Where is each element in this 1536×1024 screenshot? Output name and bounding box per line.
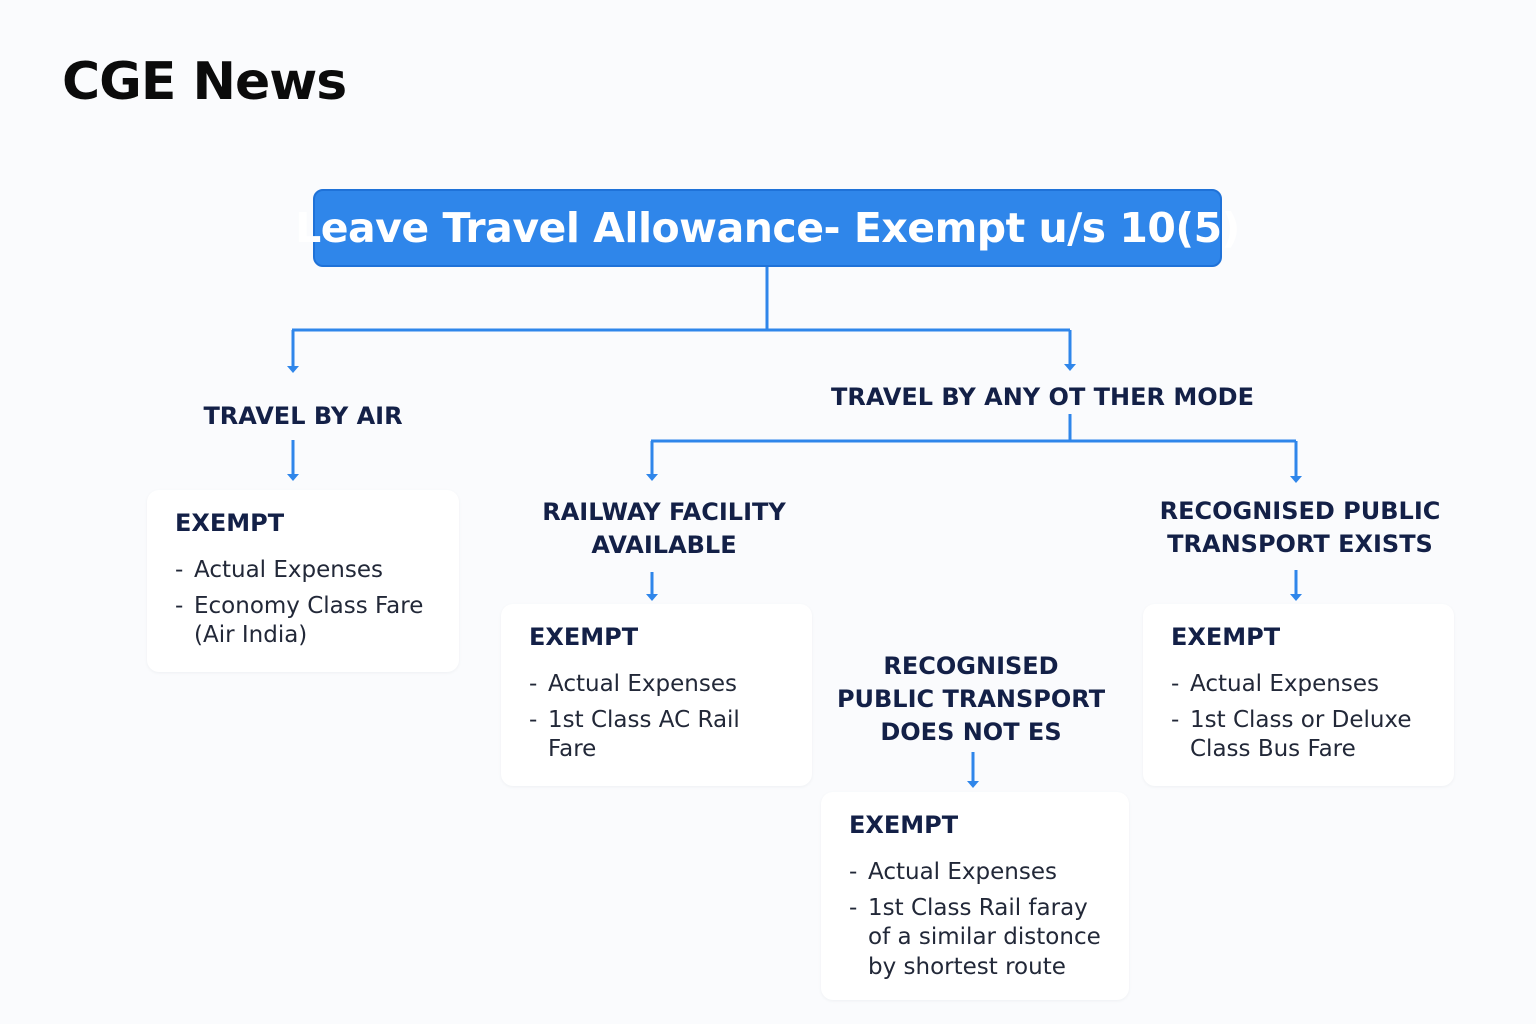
arrowhead-railway-card	[646, 594, 658, 601]
root-title: Leave Travel Allowance- Exempt u/s 10(5)	[295, 204, 1240, 252]
list-item: 1st Class or Deluxe Class Bus Fare	[1171, 706, 1426, 765]
card-air-exempt: EXEMPT Actual Expenses Economy Class Far…	[147, 490, 459, 672]
arrowhead-other	[1064, 364, 1076, 371]
card-list: Actual Expenses Economy Class Fare (Air …	[175, 556, 431, 651]
heading-no-public-transport: RECOGNISED PUBLIC TRANSPORT DOES NOT ES	[836, 652, 1106, 746]
arrowhead-air-card	[287, 474, 299, 481]
card-list: Actual Expenses 1st Class AC Rail Fare	[529, 670, 784, 765]
heading-public-transport-exists: RECOGNISED PUBLIC TRANSPORT EXISTS	[1159, 497, 1441, 558]
list-item: 1st Class Rail faray of a similar diston…	[849, 894, 1101, 983]
heading-travel-by-other-mode: TRAVEL BY ANY OT THER MODE	[831, 383, 1254, 411]
card-public-transport-exempt: EXEMPT Actual Expenses 1st Class or Delu…	[1143, 604, 1454, 786]
heading-travel-by-air: TRAVEL BY AIR	[203, 402, 403, 430]
list-item: Actual Expenses	[529, 670, 784, 700]
list-item: Actual Expenses	[175, 556, 431, 586]
card-title: EXEMPT	[529, 623, 639, 651]
arrowhead-air	[287, 366, 299, 373]
arrowhead-public-card	[1290, 594, 1302, 601]
arrowhead-railway	[646, 474, 658, 481]
heading-railway-facility: RAILWAY FACILITY AVAILABLE	[542, 498, 786, 559]
brand-title: CGE News	[62, 52, 347, 112]
card-title: EXEMPT	[175, 509, 285, 537]
list-item: 1st Class AC Rail Fare	[529, 706, 784, 765]
card-title: EXEMPT	[849, 811, 959, 839]
list-item: Actual Expenses	[1171, 670, 1426, 700]
card-railway-exempt: EXEMPT Actual Expenses 1st Class AC Rail…	[501, 604, 812, 786]
list-item: Actual Expenses	[849, 858, 1101, 888]
card-list: Actual Expenses 1st Class Rail faray of …	[849, 858, 1101, 982]
card-no-transport-exempt: EXEMPT Actual Expenses 1st Class Rail fa…	[821, 792, 1129, 1000]
arrowhead-notransport-card	[967, 781, 979, 788]
root-node: Leave Travel Allowance- Exempt u/s 10(5)	[295, 189, 1240, 267]
card-title: EXEMPT	[1171, 623, 1281, 651]
list-item: Economy Class Fare (Air India)	[175, 592, 431, 651]
arrowhead-public	[1290, 476, 1302, 483]
card-list: Actual Expenses 1st Class or Deluxe Clas…	[1171, 670, 1426, 765]
